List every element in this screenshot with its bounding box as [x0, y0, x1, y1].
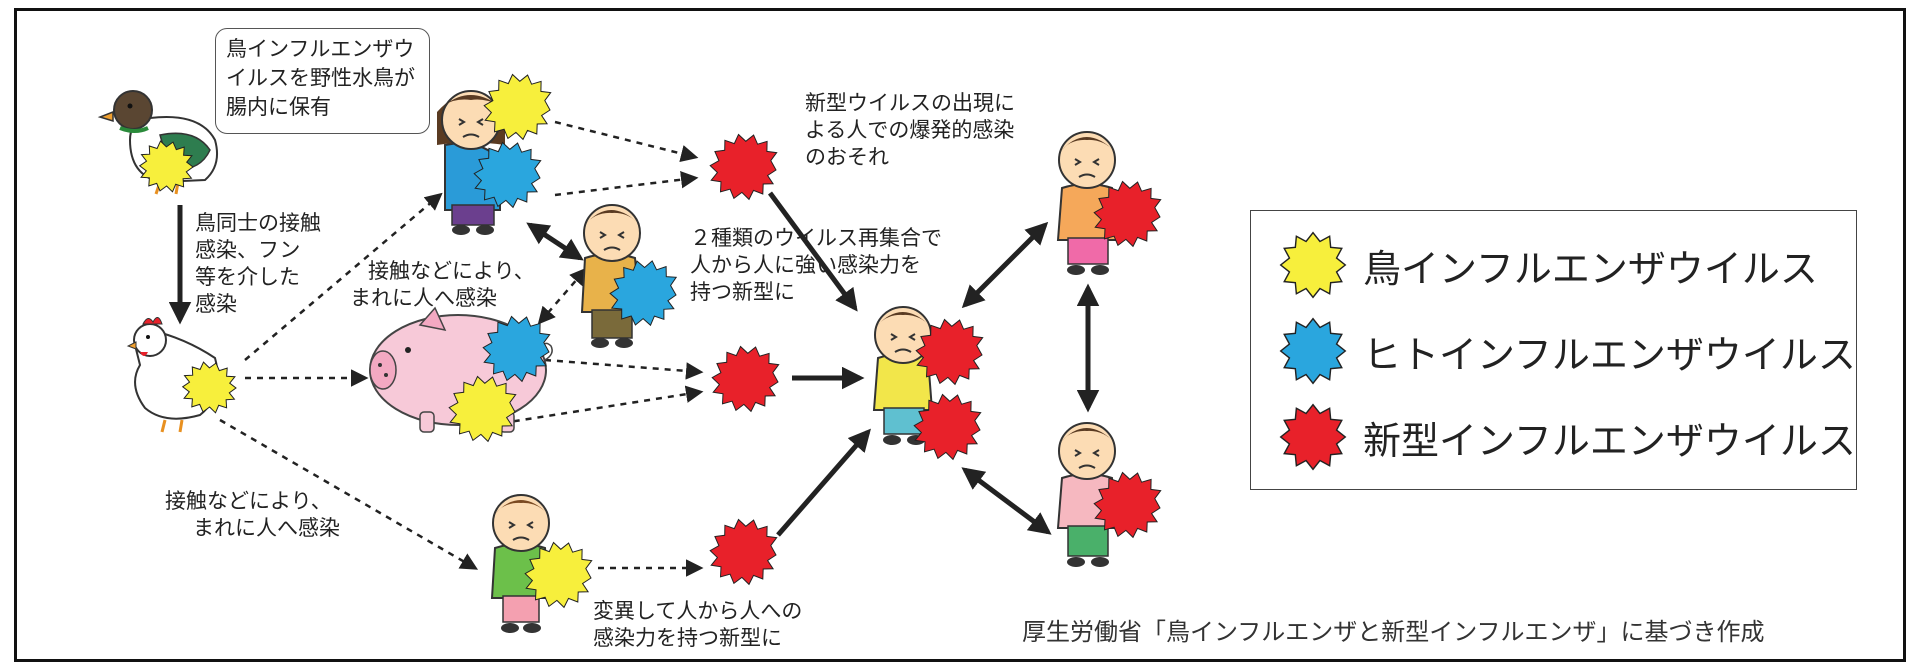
person-bottom-right-child-icon — [1056, 422, 1162, 567]
legend-label-bird: 鳥インフルエンザウイルス — [1363, 246, 1818, 291]
outbreak-label: 新型ウイルスの出現に よる人での爆発的感染 のおそれ — [805, 91, 1015, 169]
yellow-virus-icon — [1279, 231, 1347, 299]
legend-item-human: ヒトインフルエンザウイルス — [1275, 315, 1856, 387]
source-credit: 厚生労働省「鳥インフルエンザと新型インフルエンザ」に基づき作成 — [1022, 618, 1765, 646]
solid-arrows — [168, 191, 1100, 537]
arrow-center-to-bottom-right — [961, 467, 1052, 535]
contact-lower-label: 接触などにより、 まれに人へ感染 — [165, 489, 340, 540]
person-lower-boy-icon — [490, 494, 593, 633]
legend-label-novel: 新型インフルエンザウイルス — [1363, 418, 1856, 463]
arrow-pig-child-exchange — [537, 267, 588, 325]
blue-virus-icon — [1279, 317, 1347, 385]
reassortment-label: ２種類のウイルス再集合で 人から人に強い感染力を 持つ新型に — [690, 226, 942, 304]
legend-item-novel: 新型インフルエンザウイルス — [1275, 401, 1856, 473]
red-virus-middle-icon — [711, 345, 780, 413]
mutation-label: 変異して人から人への 感染力を持つ新型に — [593, 599, 803, 650]
person-middle-boy-icon — [580, 204, 678, 348]
dashed-arrows — [219, 120, 704, 577]
arrow-red-virus-3-to-center — [776, 428, 871, 537]
pig-icon — [369, 306, 553, 443]
arrow-pig-to-red-virus-2 — [544, 358, 704, 380]
legend-item-bird: 鳥インフルエンザウイルス — [1275, 229, 1818, 301]
duck-icon — [97, 90, 218, 195]
arrow-woman-boy-exchange — [526, 222, 584, 261]
arrow-woman-to-red-virus-1 — [554, 120, 699, 163]
person-center-child-icon — [872, 306, 984, 461]
red-virus-icon — [1279, 403, 1347, 471]
arrow-red-virus-1-to-center — [767, 191, 858, 312]
arrow-center-to-top-right — [961, 221, 1049, 309]
arrow-woman-to-red-virus-1b — [554, 171, 699, 197]
red-virus-bottom-icon — [709, 518, 778, 586]
bird-to-bird-label: 鳥同士の接触 感染、フン 等を介した 感染 — [195, 211, 321, 316]
person-top-right-child-icon — [1056, 131, 1162, 275]
bird-reservoir-callout: 鳥インフルエンザウイルスを野性水鳥が腸内に保有 — [215, 28, 430, 134]
arrow-chicken-to-lower-boy — [219, 418, 479, 570]
red-virus-top-icon — [709, 133, 778, 201]
contact-upper-label: 接触などにより、 まれに人へ感染 — [350, 259, 535, 310]
person-upper-woman-icon — [437, 73, 552, 235]
legend-label-human: ヒトインフルエンザウイルス — [1363, 332, 1856, 377]
legend: 鳥インフルエンザウイルス ヒトインフルエンザウイルス 新型インフルエンザウイルス — [1250, 210, 1857, 490]
chicken-icon — [126, 317, 237, 433]
